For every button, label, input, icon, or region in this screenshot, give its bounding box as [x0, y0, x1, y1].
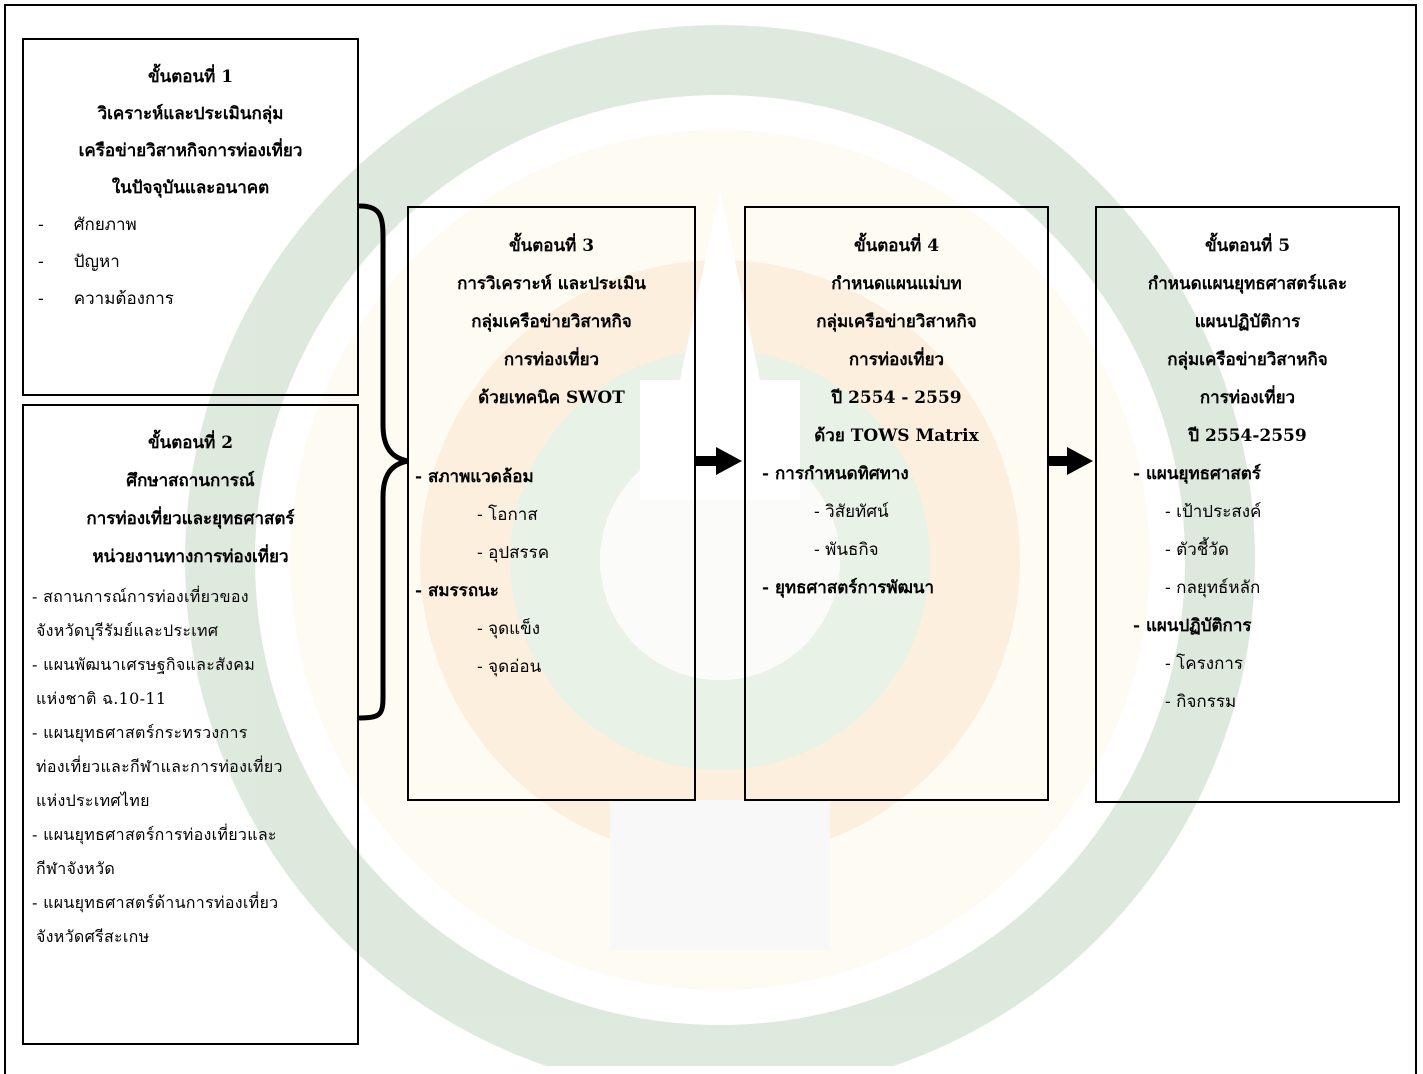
step3-line: การท่องเที่ยว — [503, 350, 600, 370]
step1-line: เครือข่ายวิสาหกิจการท่องเที่ยว — [78, 141, 303, 161]
step3-line: การวิเคราะห์ และประเมิน — [457, 274, 646, 294]
outer-frame — [4, 4, 1417, 1074]
step1-box: ขั้นตอนที่ 1 วิเคราะห์และประเมินกลุ่ม เค… — [22, 38, 359, 396]
step5-item: - ตัวชี้วัด — [1165, 540, 1229, 560]
step5-line: กลุ่มเครือข่ายวิสาหกิจ — [1167, 350, 1328, 370]
step5-item: - กิจกรรม — [1165, 692, 1237, 712]
step3-item: - จุดอ่อน — [477, 657, 542, 677]
step3-line: กลุ่มเครือข่ายวิสาหกิจ — [471, 312, 632, 332]
step5-item: - เป้าประสงค์ — [1165, 502, 1262, 522]
step2-line: ศึกษาสถานการณ์ — [126, 471, 255, 491]
step5-item: - กลยุทธ์หลัก — [1165, 578, 1261, 598]
step5-item: - โครงการ — [1165, 654, 1244, 674]
step2-item: แห่งประเทศไทย — [36, 791, 150, 810]
step5-box: ขั้นตอนที่ 5 กำหนดแผนยุทธศาสตร์และ แผนปฏ… — [1095, 206, 1400, 803]
step5-title: ขั้นตอนที่ 5 — [1204, 236, 1291, 256]
step2-item: - สถานการณ์การท่องเที่ยวของ — [32, 587, 249, 606]
step5-line: แผนปฏิบัติการ — [1194, 312, 1301, 332]
step5-line: การท่องเที่ยว — [1199, 388, 1296, 408]
step4-item: - วิสัยทัศน์ — [814, 502, 889, 522]
step4-line: การท่องเที่ยว — [848, 350, 945, 370]
step2-item: - แผนพัฒนาเศรษฐกิจและสังคม — [32, 655, 256, 674]
step1-line: วิเคราะห์และประเมินกลุ่ม — [97, 104, 284, 124]
step1-line: ในปัจจุบันและอนาคต — [111, 178, 270, 198]
step2-item: จังหวัดบุรีรัมย์และประเทศ — [36, 621, 219, 640]
step4-section-heading: - ยุทธศาสตร์การพัฒนา — [762, 578, 935, 598]
step5-line: ปี 2554-2559 — [1188, 426, 1307, 446]
step5-section-heading: - แผนยุทธศาสตร์ — [1133, 464, 1261, 484]
step4-line: กลุ่มเครือข่ายวิสาหกิจ — [816, 312, 977, 332]
step4-line: ด้วย TOWS Matrix — [814, 426, 979, 446]
step2-item: ท่องเที่ยวและกีฬาและการท่องเที่ยว — [36, 757, 283, 776]
step2-item: กีฬาจังหวัด — [36, 859, 116, 878]
step1-title: ขั้นตอนที่ 1 — [147, 67, 234, 87]
step4-line: ปี 2554 - 2559 — [831, 388, 962, 408]
step3-section-heading: - สภาพแวดล้อม — [415, 467, 534, 487]
step2-item: - แผนยุทธศาสตร์การท่องเที่ยวและ — [32, 825, 277, 844]
step5-line: กำหนดแผนยุทธศาสตร์และ — [1147, 274, 1348, 294]
step4-item: - พันธกิจ — [814, 540, 879, 560]
step4-box: ขั้นตอนที่ 4 กำหนดแผนแม่บท กลุ่มเครือข่า… — [744, 206, 1049, 801]
step3-line: ด้วยเทคนิค SWOT — [478, 388, 625, 408]
step3-section-heading: - สมรรถนะ — [415, 581, 499, 601]
step3-title: ขั้นตอนที่ 3 — [508, 236, 595, 256]
step3-box: ขั้นตอนที่ 3 การวิเคราะห์ และประเมิน กลุ… — [407, 206, 696, 801]
step2-item: - แผนยุทธศาสตร์กระทรวงการ — [32, 723, 248, 742]
step1-item: -ศักยภาพ — [38, 215, 137, 235]
step1-item: -ความต้องการ — [38, 289, 174, 309]
step3-item: - โอกาส — [477, 505, 538, 525]
step2-box: ขั้นตอนที่ 2 ศึกษาสถานการณ์ การท่องเที่ย… — [22, 404, 359, 1045]
step3-item: - จุดแข็ง — [477, 619, 541, 639]
step2-item: จังหวัดศรีสะเกษ — [36, 927, 150, 946]
step5-section-heading: - แผนปฏิบัติการ — [1133, 616, 1252, 636]
step2-title: ขั้นตอนที่ 2 — [147, 433, 234, 453]
step2-line: หน่วยงานทางการท่องเที่ยว — [92, 547, 289, 567]
step2-line: การท่องเที่ยวและยุทธศาสตร์ — [86, 509, 295, 529]
step2-item: แห่งชาติ ฉ.10-11 — [36, 689, 167, 708]
step3-item: - อุปสรรค — [477, 543, 550, 563]
step1-item: -ปัญหา — [38, 252, 120, 272]
step2-item: - แผนยุทธศาสตร์ด้านการท่องเที่ยว — [32, 893, 279, 912]
step4-section-heading: - การกำหนดทิศทาง — [762, 464, 909, 484]
step4-line: กำหนดแผนแม่บท — [831, 274, 962, 294]
step4-title: ขั้นตอนที่ 4 — [853, 236, 940, 256]
